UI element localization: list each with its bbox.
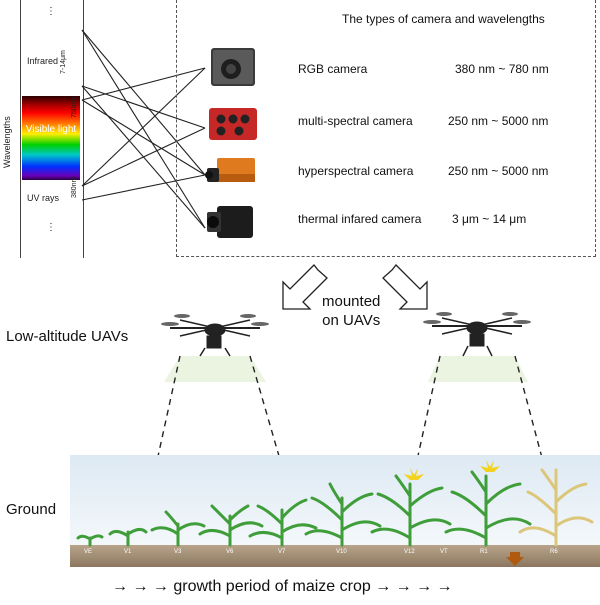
wavelength-connectors [81, 29, 206, 229]
wavelength-scale [20, 0, 84, 258]
thermal-camera-range: 3 μm ~ 14 μm [452, 212, 527, 226]
tassel-icons [404, 460, 500, 480]
maize-plant [108, 527, 148, 547]
stage-label: V7 [278, 549, 286, 555]
left-drone-icon [161, 314, 269, 357]
uav-illustration [147, 264, 551, 503]
mature-maize-plant [518, 468, 594, 547]
connector-line [81, 29, 206, 176]
maize-plant [76, 534, 104, 547]
stage-label: V10 [336, 549, 347, 555]
tassel-icon [480, 460, 500, 472]
right-drone-icon [423, 312, 531, 357]
maize-plant [150, 510, 206, 547]
rgb-camera-icon [211, 48, 255, 86]
thermal-camera-name: thermal infared camera [298, 212, 422, 226]
connector-line [81, 29, 206, 229]
maize-plant [444, 470, 532, 547]
mount-arrows [282, 264, 428, 310]
growth-period-caption: → → → growth period of maize crop → → → … [112, 578, 453, 595]
multispectral-camera-icon [209, 108, 257, 140]
mounted-on-uavs-label: mounted on UAVs [322, 293, 381, 329]
camera-panel-title: The types of camera and wavelengths [342, 12, 545, 26]
right-down-arrow-icon [382, 264, 428, 310]
hyperspectral-camera-range: 250 nm ~ 5000 nm [448, 164, 549, 178]
uv-label: UV rays [27, 193, 60, 203]
view-cones [147, 355, 551, 503]
low-altitude-uavs-label: Low-altitude UAVs [6, 328, 129, 345]
soil-strip [70, 545, 600, 567]
visible-spectrum-bar [22, 96, 80, 180]
stage-label: VT [440, 549, 448, 555]
maize-plant [370, 474, 452, 547]
stage-label: R1 [480, 549, 488, 555]
bottom-dots: ⋮ [46, 222, 56, 233]
tassel-icon [404, 468, 424, 480]
connector-line [81, 174, 206, 201]
infrared-label: Infrared [27, 56, 59, 66]
growth-stage-labels: VE V1 V3 V6 V7 V10 V12 VT R1 R6 [0, 549, 600, 563]
multispectral-camera-name: multi-spectral camera [298, 114, 413, 128]
connector-line [81, 85, 206, 129]
connector-line [81, 99, 206, 176]
visible-light-label: Visible light [25, 124, 77, 135]
stage-label: V3 [174, 549, 182, 555]
top-dots: ⋮ [46, 6, 56, 17]
maize-plant [304, 482, 382, 547]
connector-line [81, 127, 206, 187]
thermal-camera-icon [207, 206, 253, 238]
stage-label: R6 [550, 549, 558, 555]
ground-label: Ground [6, 501, 57, 518]
maize-growth-stages [76, 460, 594, 566]
camera-icons [205, 48, 257, 238]
hyperspectral-camera-icon [205, 158, 255, 182]
maize-plant [248, 498, 318, 547]
connector-line [81, 67, 206, 101]
stage-label: VE [84, 549, 93, 555]
multispectral-camera-range: 250 nm ~ 5000 nm [448, 114, 549, 128]
field-background [70, 455, 600, 547]
stage-label: V6 [226, 549, 234, 555]
stage-label: V12 [404, 549, 415, 555]
camera-types-box [176, 0, 596, 257]
stage-label: V1 [124, 549, 132, 555]
left-down-arrow-icon [282, 264, 328, 310]
connector-line [81, 67, 206, 187]
rgb-camera-range: 380 nm ~ 780 nm [455, 62, 549, 76]
soil-marker-icon [506, 552, 524, 566]
rgb-camera-name: RGB camera [298, 62, 368, 76]
hyperspectral-camera-name: hyperspectral camera [298, 164, 414, 178]
maize-plant [198, 504, 264, 547]
